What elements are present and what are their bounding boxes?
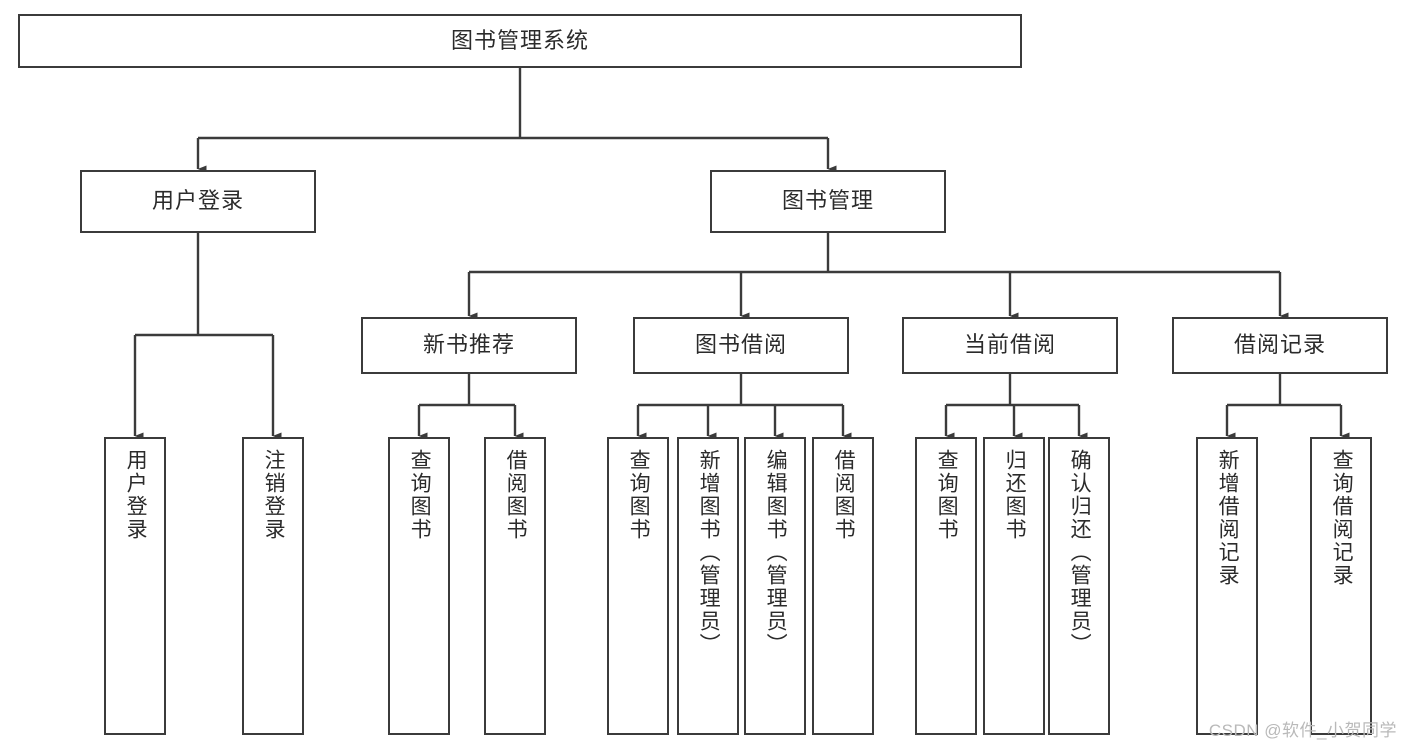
node-root[interactable]: 图书管理系统 xyxy=(18,14,1022,68)
node-label: 确认归还（管理员） xyxy=(1068,449,1092,656)
node-label: 图书借阅 xyxy=(694,332,787,358)
node-records[interactable]: 借阅记录 xyxy=(1172,317,1388,374)
node-l-logout[interactable]: 注销登录 xyxy=(242,437,304,735)
node-label: 归还图书 xyxy=(1003,449,1027,541)
watermark-label: CSDN @软件_小贺同学 xyxy=(1208,721,1397,740)
node-r-query[interactable]: 查询借阅记录 xyxy=(1310,437,1372,735)
node-n-borrow[interactable]: 借阅图书 xyxy=(484,437,546,735)
node-label: 图书管理 xyxy=(781,188,874,214)
node-current[interactable]: 当前借阅 xyxy=(902,317,1118,374)
node-b-query[interactable]: 查询图书 xyxy=(607,437,669,735)
node-c-return[interactable]: 归还图书 xyxy=(983,437,1045,735)
node-label: 图书管理系统 xyxy=(450,27,589,53)
node-label: 查询借阅记录 xyxy=(1330,449,1354,587)
node-b-edit[interactable]: 编辑图书（管理员） xyxy=(744,437,806,735)
node-b-add[interactable]: 新增图书（管理员） xyxy=(677,437,739,735)
node-newbook[interactable]: 新书推荐 xyxy=(361,317,577,374)
node-b-borrow[interactable]: 借阅图书 xyxy=(812,437,874,735)
node-login[interactable]: 用户登录 xyxy=(80,170,316,233)
node-label: 新增借阅记录 xyxy=(1216,449,1240,587)
node-label: 新书推荐 xyxy=(422,332,515,358)
node-label: 查询图书 xyxy=(627,449,651,541)
node-label: 用户登录 xyxy=(151,188,244,214)
node-label: 查询图书 xyxy=(935,449,959,541)
node-label: 编辑图书（管理员） xyxy=(764,449,788,656)
node-label: 用户登录 xyxy=(124,449,148,541)
node-label: 借阅图书 xyxy=(832,449,856,541)
node-label: 当前借阅 xyxy=(963,332,1056,358)
node-l-login[interactable]: 用户登录 xyxy=(104,437,166,735)
node-label: 借阅记录 xyxy=(1233,332,1326,358)
node-borrow[interactable]: 图书借阅 xyxy=(633,317,849,374)
node-c-query[interactable]: 查询图书 xyxy=(915,437,977,735)
node-label: 注销登录 xyxy=(262,449,286,541)
node-bookmgmt[interactable]: 图书管理 xyxy=(710,170,946,233)
node-label: 新增图书（管理员） xyxy=(697,449,721,656)
node-c-confirm[interactable]: 确认归还（管理员） xyxy=(1048,437,1110,735)
node-n-query[interactable]: 查询图书 xyxy=(388,437,450,735)
node-label: 查询图书 xyxy=(408,449,432,541)
node-label: 借阅图书 xyxy=(504,449,528,541)
node-r-add[interactable]: 新增借阅记录 xyxy=(1196,437,1258,735)
